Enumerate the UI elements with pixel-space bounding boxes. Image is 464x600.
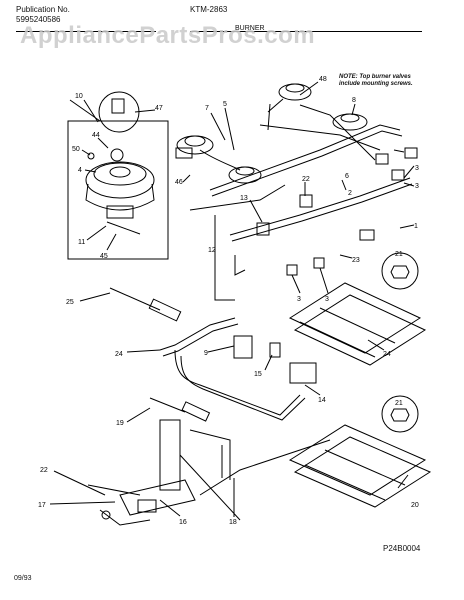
- publication-label: Publication No.: [16, 5, 70, 14]
- top-burner-center: [228, 166, 262, 184]
- section-title: BURNER: [235, 25, 265, 32]
- callout-22-bottom: 22: [40, 467, 48, 474]
- pressure-regulator-9: [233, 335, 253, 359]
- callout-20: 20: [411, 502, 419, 509]
- callout-48: 48: [319, 76, 327, 83]
- detail-box: [67, 120, 169, 260]
- top-burner-left: [175, 135, 214, 159]
- support-bracket: [214, 215, 235, 301]
- callout-2: 2: [348, 190, 352, 197]
- oven-burner-25: [288, 282, 427, 366]
- manifold-upper: [209, 124, 401, 191]
- callout-21-bottom: 21: [395, 400, 403, 407]
- callout-7: 7: [205, 105, 209, 112]
- callout-22-top: 22: [302, 176, 310, 183]
- broil-burner-20: [288, 424, 432, 508]
- gas-line-b: [259, 124, 381, 151]
- header-rule-right: [190, 31, 422, 32]
- valve-4: [404, 147, 418, 159]
- detail-circle-47: [98, 91, 140, 133]
- detail-circle-21-top: [381, 252, 419, 290]
- manifold-lower: [229, 177, 411, 236]
- gas-line-23: [159, 317, 301, 416]
- callout-3-upper: 3: [415, 165, 419, 172]
- valve-9: [359, 229, 375, 241]
- callout-3-lower: 3: [415, 183, 419, 190]
- callout-21-top: 21: [395, 251, 403, 258]
- detail-circle-21-bottom: [381, 395, 419, 433]
- callout-1: 1: [414, 223, 418, 230]
- valve-3a: [375, 153, 389, 165]
- tube-left: [199, 149, 241, 171]
- callout-5: 5: [223, 101, 227, 108]
- orifice-3c: [286, 264, 298, 276]
- callout-3-mid-b: 3: [325, 296, 329, 303]
- callout-23: 24: [115, 351, 123, 358]
- callout-16: 16: [179, 519, 187, 526]
- callout-13: 13: [240, 195, 248, 202]
- top-burner-right: [332, 113, 368, 131]
- burner-base-detail: [85, 148, 155, 235]
- callout-50: 50: [72, 146, 80, 153]
- callout-12: 12: [208, 247, 216, 254]
- callout-45: 45: [100, 253, 108, 260]
- callout-28: 25: [66, 299, 74, 306]
- callout-47: 47: [155, 105, 163, 112]
- note-line-2: include mounting screws.: [339, 81, 413, 87]
- header-rule-left: [16, 31, 156, 32]
- callout-4-detail: 4: [78, 167, 82, 174]
- safety-valve-14: [289, 362, 317, 384]
- callout-10: 10: [75, 93, 83, 100]
- orifice-13: [256, 222, 270, 236]
- callout-25: 24: [383, 351, 391, 358]
- callout-18: 18: [229, 519, 237, 526]
- oven-control-valve: [87, 419, 196, 526]
- callout-17: 17: [38, 502, 46, 509]
- callout-46: 46: [175, 179, 183, 186]
- callout-14: 14: [318, 397, 326, 404]
- capillary-18: [199, 439, 331, 496]
- callout-6: 6: [345, 173, 349, 180]
- note: NOTE: Top burner valves include mounting…: [339, 74, 413, 88]
- model-number: KTM-2863: [190, 5, 228, 14]
- igniter-28: [109, 287, 182, 322]
- date-code: 09/93: [14, 575, 32, 582]
- detail-47-part: [111, 98, 125, 114]
- callout-3-mid-a: 3: [297, 296, 301, 303]
- callout-19: 19: [116, 420, 124, 427]
- orifice-3d: [313, 257, 325, 269]
- figure-code: P24B0004: [383, 544, 421, 553]
- callout-15: 15: [254, 371, 262, 378]
- callout-44: 44: [92, 132, 100, 139]
- valve-3b: [391, 169, 405, 181]
- callout-9: 9: [204, 350, 208, 357]
- note-line-1: NOTE: Top burner valves: [339, 74, 411, 80]
- callout-11: 11: [78, 239, 85, 246]
- fitting-15: [269, 342, 281, 358]
- igniter-19: [149, 397, 211, 422]
- callout-8: 8: [352, 97, 356, 104]
- publication-number: 5995240586: [16, 15, 61, 24]
- callout-24: 23: [352, 257, 360, 264]
- orifice-12: [299, 194, 313, 208]
- gas-line-a: [189, 184, 286, 211]
